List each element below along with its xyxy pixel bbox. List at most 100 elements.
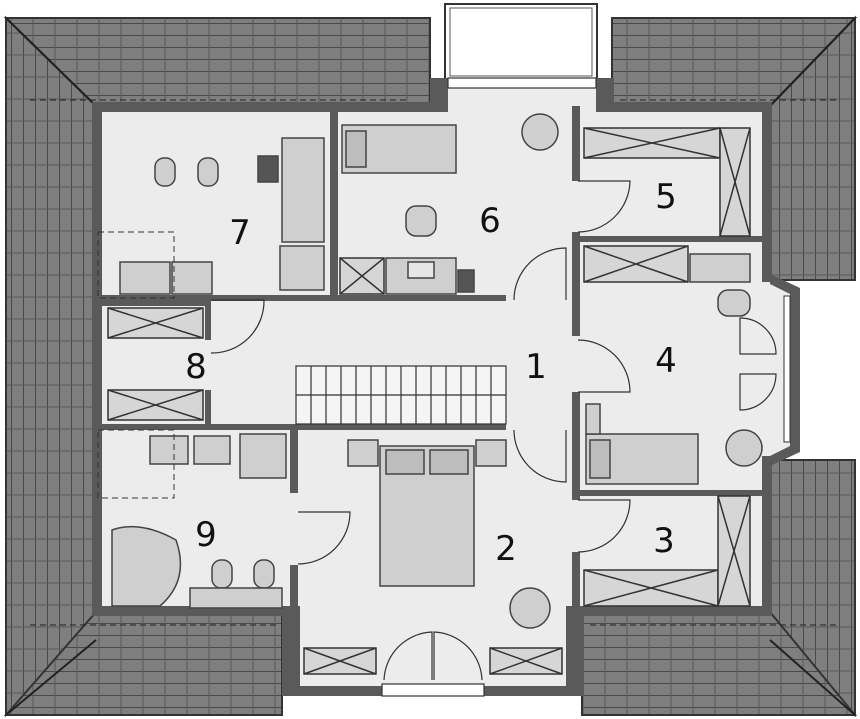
dashed-guides xyxy=(97,231,175,499)
room-label-8: 8 xyxy=(185,347,207,387)
toilet-icon xyxy=(154,157,176,187)
door-icon xyxy=(383,631,433,681)
wall xyxy=(290,565,298,610)
bathtub-icon xyxy=(111,525,182,607)
sink-icon xyxy=(171,261,213,295)
desk-icon xyxy=(689,253,751,283)
wall xyxy=(762,456,772,616)
door-icon xyxy=(210,299,265,354)
sink-icon xyxy=(407,261,435,279)
wall xyxy=(572,392,580,500)
wardrobes xyxy=(107,127,751,675)
wall xyxy=(576,236,766,242)
sink-icon xyxy=(257,155,279,183)
furniture xyxy=(111,113,763,629)
doors xyxy=(210,77,777,697)
bidet-icon xyxy=(197,157,219,187)
bay-window-wall xyxy=(770,274,800,466)
sink-icon xyxy=(149,435,189,465)
wall xyxy=(290,428,298,493)
toilet-icon xyxy=(211,559,233,589)
wall xyxy=(566,606,584,696)
wardrobe-icon xyxy=(583,245,689,283)
room-label-2: 2 xyxy=(495,529,517,569)
wardrobe-icon xyxy=(583,127,721,159)
armchair-icon xyxy=(509,587,551,629)
door-icon xyxy=(513,247,567,301)
wall xyxy=(282,606,300,696)
window-icon xyxy=(381,683,485,697)
wall xyxy=(484,686,584,696)
roof-left xyxy=(5,15,97,718)
appliance-icon xyxy=(457,269,475,293)
wall xyxy=(92,102,430,112)
wall xyxy=(96,424,506,430)
door-icon xyxy=(577,180,631,233)
wall xyxy=(572,232,580,336)
room-labels: 1 2 3 4 5 6 7 8 9 xyxy=(185,177,677,569)
balcony-top-inner xyxy=(449,7,593,77)
armchair-icon xyxy=(405,205,437,237)
window-icon xyxy=(783,295,791,443)
wall xyxy=(205,300,211,340)
appliance-icon xyxy=(585,403,601,435)
armchair-icon xyxy=(521,113,559,151)
armchair-icon xyxy=(725,429,763,467)
wardrobe-icon xyxy=(583,569,719,607)
wall xyxy=(612,102,772,112)
wardrobe-icon xyxy=(719,127,751,237)
door-icon xyxy=(577,499,631,553)
roof-hip-line xyxy=(5,17,97,107)
door-icon xyxy=(739,373,777,411)
window-icon xyxy=(447,77,597,89)
wall xyxy=(92,102,102,614)
bed-pillow xyxy=(345,130,367,168)
sink-icon xyxy=(193,435,231,465)
bed-pillow xyxy=(385,449,425,475)
roof-hip-line xyxy=(5,639,97,716)
wall xyxy=(596,78,614,112)
armchair-icon xyxy=(717,289,751,317)
wardrobe-icon xyxy=(489,647,563,675)
room-label-1: 1 xyxy=(525,347,547,387)
door-icon xyxy=(739,317,777,355)
washing-machine-icon xyxy=(119,261,171,295)
wall xyxy=(572,106,580,181)
room-label-7: 7 xyxy=(229,213,251,253)
nightstand-icon xyxy=(475,439,507,467)
bathtub-icon xyxy=(281,137,325,243)
roof-hip-line xyxy=(769,639,856,716)
shower-icon xyxy=(279,245,325,291)
wall xyxy=(98,300,208,306)
nightstand-icon xyxy=(347,439,379,467)
wall xyxy=(430,78,448,112)
door-icon xyxy=(433,631,483,681)
wardrobe-icon xyxy=(339,257,385,295)
wall xyxy=(205,390,211,425)
wall xyxy=(762,102,772,282)
room-label-9: 9 xyxy=(195,515,217,555)
shower-icon xyxy=(239,433,287,479)
room-label-4: 4 xyxy=(655,341,677,381)
wall xyxy=(96,295,506,301)
counter-icon xyxy=(189,587,283,609)
door-icon xyxy=(513,429,567,483)
wardrobe-icon xyxy=(717,495,751,607)
door-icon xyxy=(577,339,631,393)
room-label-5: 5 xyxy=(655,177,677,217)
room-label-6: 6 xyxy=(479,201,501,241)
bed-pillow xyxy=(429,449,469,475)
wall xyxy=(282,686,382,696)
wall xyxy=(330,106,338,296)
bidet-icon xyxy=(253,559,275,589)
door-icon xyxy=(297,511,351,565)
wall xyxy=(572,552,580,610)
room-label-3: 3 xyxy=(653,521,675,561)
roof-hip-line xyxy=(769,17,856,107)
wardrobe-icon xyxy=(107,307,204,339)
bed-pillow xyxy=(589,439,611,479)
wall xyxy=(576,490,766,496)
wardrobe-icon xyxy=(107,389,204,421)
wardrobe-icon xyxy=(303,647,377,675)
